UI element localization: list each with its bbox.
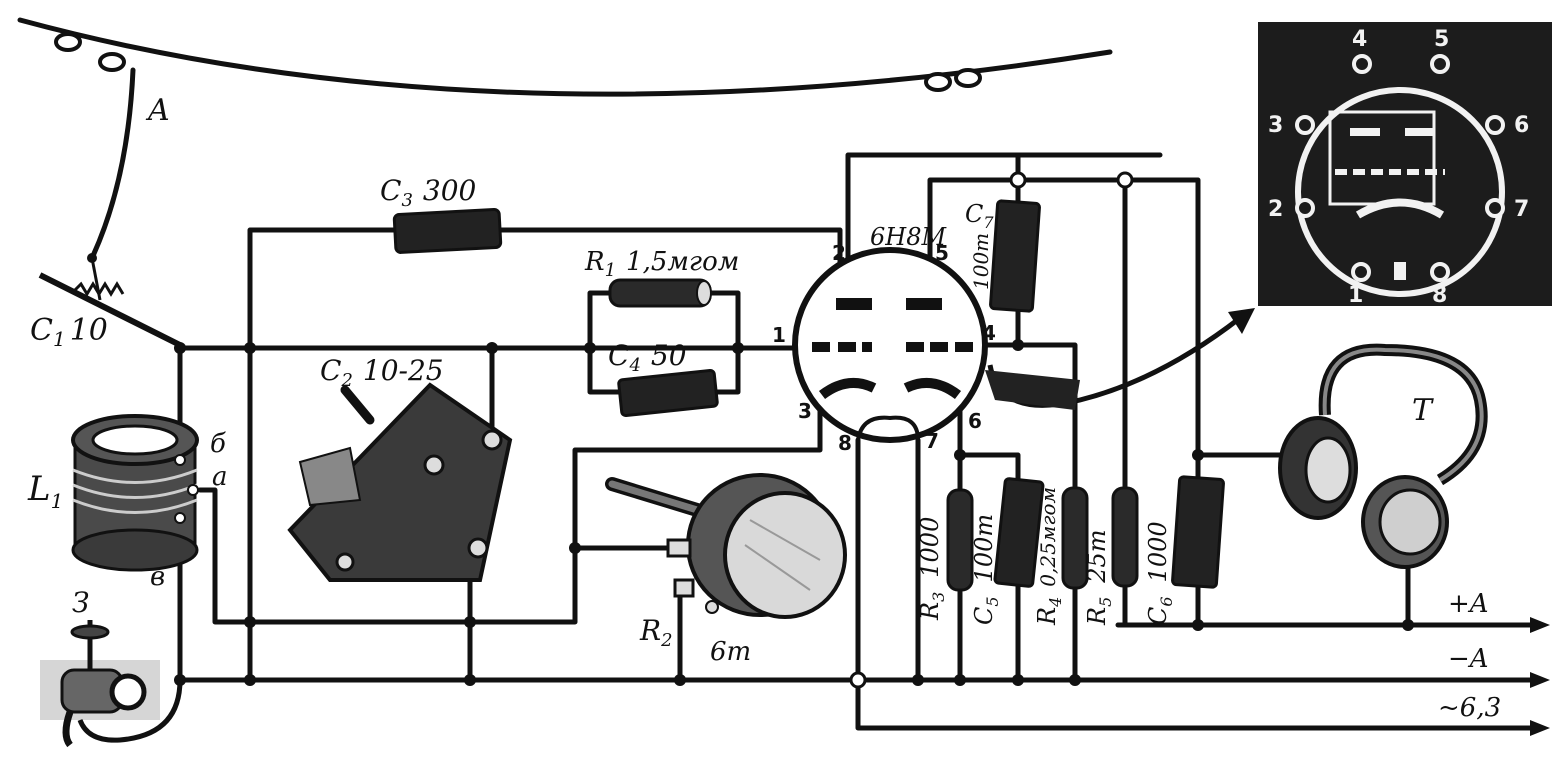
socket-pointer-arrow [985,308,1255,410]
svg-text:5: 5 [1434,27,1449,52]
svg-text:8: 8 [838,431,852,455]
capacitor-c5 [993,477,1045,588]
coil-l1 [71,414,199,572]
rail-minus-a-label: −A [1448,644,1489,674]
wiring [177,152,1533,731]
potentiometer-r2 [605,473,847,619]
svg-text:5: 5 [935,241,949,265]
svg-text:3: 3 [1268,113,1283,138]
svg-text:4: 4 [982,321,996,345]
antenna-label: A [145,93,170,128]
resistor-r1 [608,278,712,308]
headphones-label: T [1412,393,1434,428]
tube-6n8m [792,247,988,443]
ground-water-tap [40,620,183,748]
tube-type-label: 6Н8М [870,223,947,251]
rail-plus-a-label: +A [1448,589,1489,619]
r2-value: 6т [710,637,751,667]
r4-label: R40,25мгом [1033,487,1065,626]
svg-text:8: 8 [1432,283,1447,308]
svg-text:3: 3 [798,399,812,423]
svg-text:2: 2 [1268,197,1283,222]
tube-socket-inset [1258,22,1552,306]
svg-text:7: 7 [1514,197,1529,222]
resistor-r3 [946,488,974,592]
c7-value: 100т [969,233,993,290]
antenna-wire [17,17,1113,263]
socket-inset-pin-numbers: 1 2 3 4 5 6 7 8 [1268,27,1529,308]
tube-pin-numbers: 1 2 3 4 5 6 7 8 [772,241,996,455]
capacitor-c6 [1171,475,1225,589]
l1-label: L1 [27,469,63,513]
r3-label: R31000 [916,517,948,621]
capacitor-c7 [989,199,1041,313]
svg-text:1: 1 [1348,283,1363,308]
ground-label: З [72,586,89,619]
svg-text:4: 4 [1352,27,1367,52]
capacitor-c4 [617,368,719,418]
c7-name: C7 [965,200,994,232]
coil-tap-a: а [212,462,228,492]
r2-name: R2 [639,614,673,651]
resistor-r5 [1111,486,1139,588]
svg-text:6: 6 [1514,113,1529,138]
svg-text:7: 7 [925,429,939,453]
capacitor-c2 [287,382,513,582]
junction-dots [174,171,1414,689]
antenna-insulator-left [54,32,126,72]
svg-text:6: 6 [968,409,982,433]
c5-label: C5100т [970,514,1002,625]
svg-text:2: 2 [832,241,846,265]
coil-tap-b: б [210,429,226,459]
r5-label: R525т [1083,529,1115,626]
rail-arrows [1530,617,1550,736]
antenna-insulator-right [924,68,982,92]
coil-tap-v: в [150,562,165,592]
c6-label: C61000 [1144,521,1176,625]
capacitor-c3 [392,208,503,254]
headphones [1278,343,1488,569]
resistor-r4 [1061,486,1089,590]
rail-ac-label: ~6,3 [1438,693,1501,723]
capacitor-c1 [38,257,182,348]
svg-text:1: 1 [772,323,786,347]
